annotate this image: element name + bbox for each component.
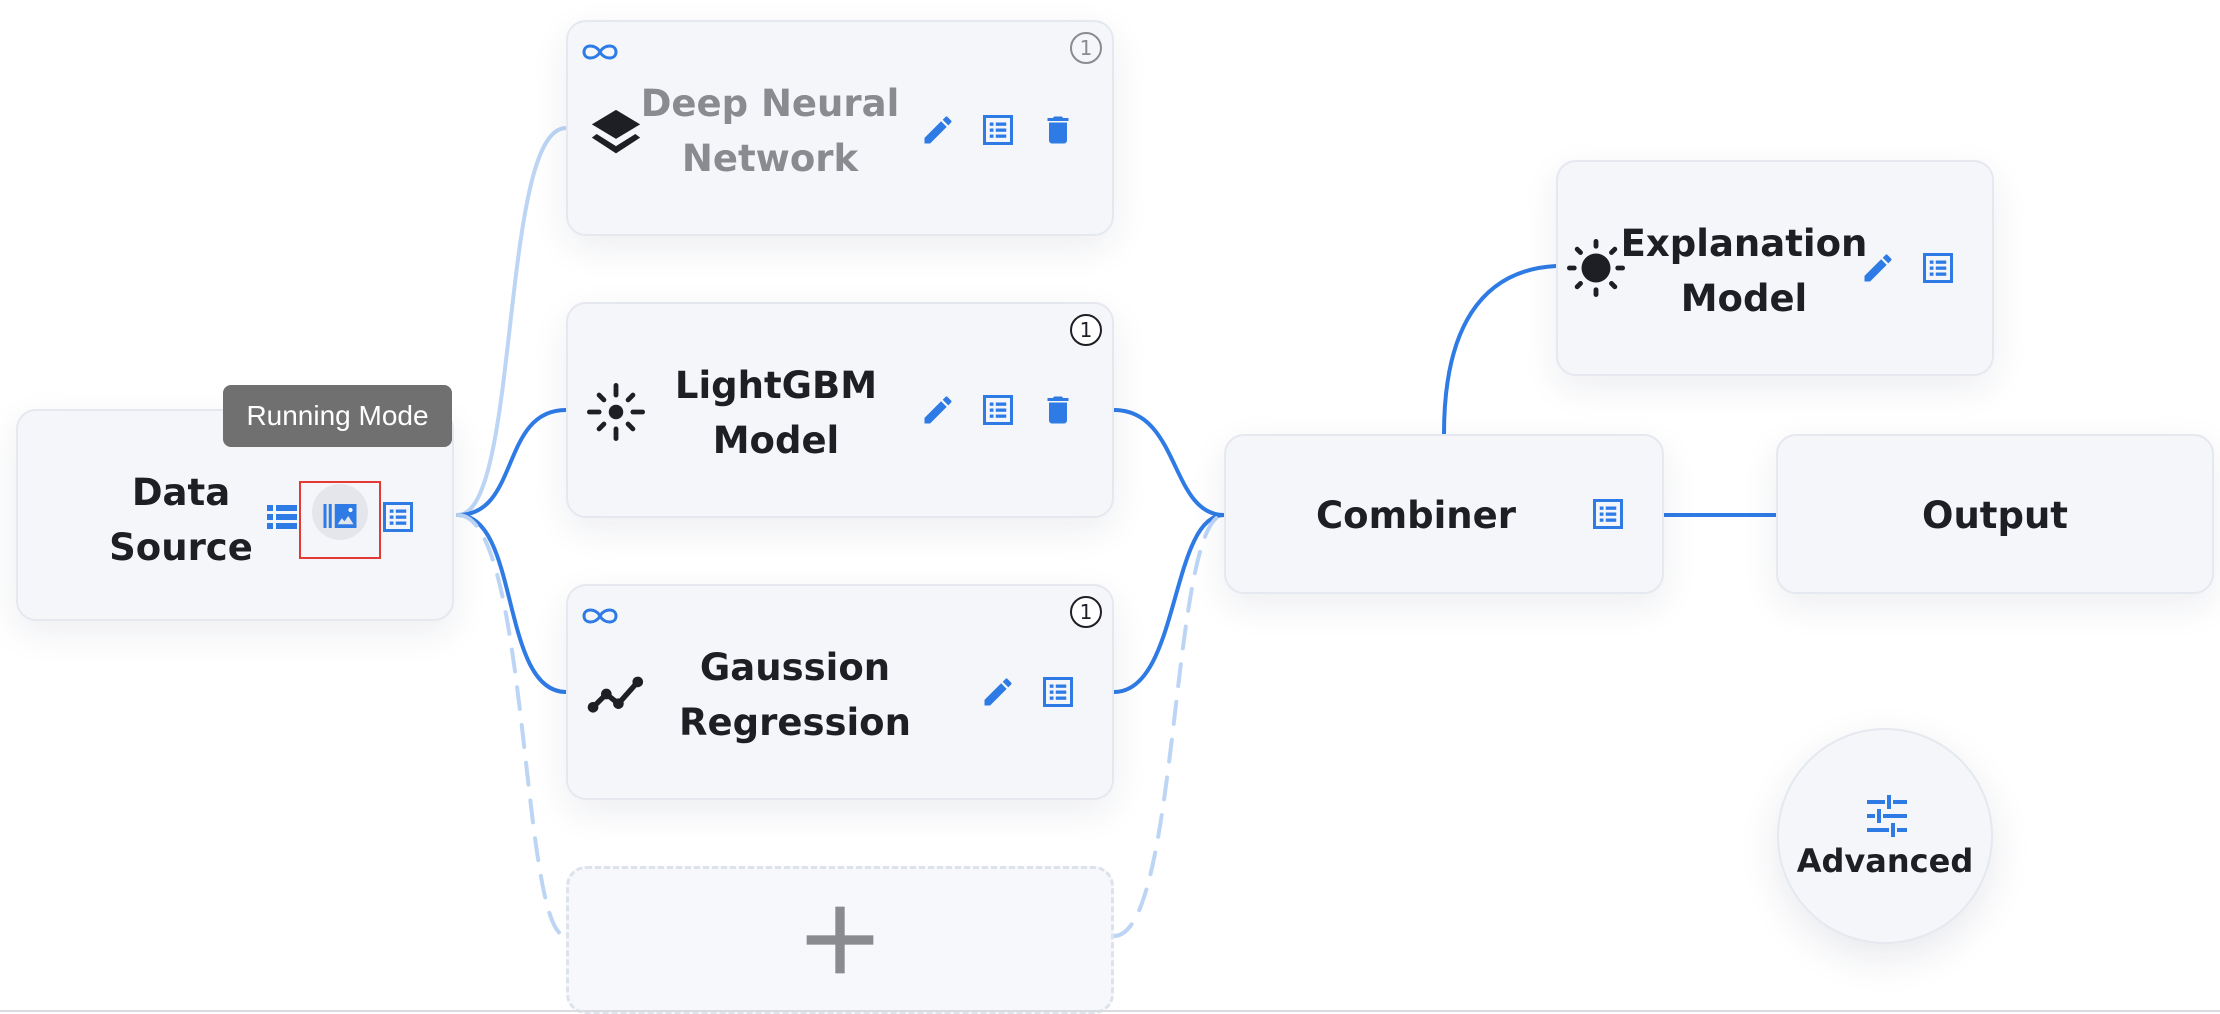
- lightgbm-title-line1: LightGBM: [674, 364, 878, 407]
- gaussian-regression-node[interactable]: 1 Gaussion Regression: [566, 584, 1114, 800]
- combiner-title: Combiner: [1316, 493, 1516, 537]
- plus-icon: [806, 906, 874, 974]
- list-view-icon: [267, 505, 297, 529]
- details-icon: [383, 502, 413, 532]
- edge-source-to-dnn: [456, 126, 568, 517]
- layers-icon: [591, 109, 641, 154]
- edit-button[interactable]: [1854, 244, 1902, 292]
- explanation-title: Explanation Model: [1621, 216, 1868, 326]
- edge-combiner-to-explanation: [1442, 264, 1558, 436]
- output-title: Output: [1922, 493, 2068, 537]
- sliders-icon: [1867, 795, 1907, 837]
- details-button[interactable]: [1914, 244, 1962, 292]
- output-node[interactable]: Output: [1776, 434, 2214, 594]
- deep-neural-network-node[interactable]: 1 Deep Neural Network: [566, 20, 1114, 236]
- edit-icon: [924, 396, 952, 424]
- edit-button[interactable]: [914, 386, 962, 434]
- details-icon: [1923, 253, 1953, 283]
- dnn-icon-wrap: [584, 102, 648, 166]
- sun-icon: [1567, 239, 1625, 297]
- gaussian-title: Gaussion Regression: [664, 640, 926, 750]
- lightgbm-title: LightGBM Model: [660, 358, 892, 468]
- details-icon: [983, 115, 1013, 145]
- add-model-button[interactable]: [566, 866, 1114, 1014]
- delete-icon: [1047, 396, 1069, 424]
- edge-lightgbm-to-combiner: [1112, 408, 1226, 517]
- data-source-node[interactable]: Data Source: [16, 409, 454, 621]
- data-source-title: Data Source: [66, 465, 296, 575]
- edit-icon: [924, 116, 952, 144]
- explanation-title-line2: Model: [1680, 277, 1808, 320]
- explanation-model-node[interactable]: Explanation Model: [1556, 160, 1994, 376]
- advanced-label: Advanced: [1796, 842, 1974, 880]
- edge-source-to-add: [456, 513, 568, 938]
- data-source-title-line2: Source: [109, 526, 253, 569]
- combiner-node[interactable]: Combiner: [1224, 434, 1664, 594]
- edit-button[interactable]: [914, 106, 962, 154]
- dnn-title-line2: Network: [681, 137, 859, 180]
- run-count-badge: 1: [1070, 32, 1102, 64]
- gaussian-icon-wrap: [584, 662, 648, 726]
- edge-add-to-combiner: [1112, 513, 1226, 938]
- details-icon: [1593, 499, 1623, 529]
- advanced-button[interactable]: Advanced: [1777, 728, 1993, 944]
- running-mode-tooltip: Running Mode: [223, 385, 452, 447]
- details-button[interactable]: [974, 386, 1022, 434]
- dnn-title-line1: Deep Neural: [640, 82, 900, 125]
- list-view-button[interactable]: [258, 493, 306, 541]
- details-button[interactable]: [374, 493, 422, 541]
- details-icon: [1043, 677, 1073, 707]
- line-chart-icon: [587, 676, 644, 713]
- image-view-icon: [323, 504, 357, 528]
- edge-source-to-gaussian: [456, 513, 568, 694]
- gaussian-title-line1: Gaussion: [699, 646, 891, 689]
- lightgbm-icon-wrap: [584, 380, 648, 444]
- details-button[interactable]: [1584, 490, 1632, 538]
- run-count-badge: 1: [1070, 314, 1102, 346]
- details-icon: [983, 395, 1013, 425]
- delete-button[interactable]: [1034, 386, 1082, 434]
- lightgbm-title-line2: Model: [712, 419, 840, 462]
- data-source-title-line1: Data: [131, 471, 231, 514]
- edit-icon: [1864, 254, 1892, 282]
- continuous-loop-icon: [582, 608, 618, 624]
- lightgbm-node[interactable]: 1 LightGBM Model: [566, 302, 1114, 518]
- explanation-icon-wrap: [1564, 236, 1628, 300]
- edit-button[interactable]: [974, 668, 1022, 716]
- edit-icon: [984, 678, 1012, 706]
- continuous-loop-icon: [582, 44, 618, 60]
- running-mode-button[interactable]: [316, 492, 364, 540]
- run-count-badge: 1: [1070, 596, 1102, 628]
- edge-gaussian-to-combiner: [1112, 513, 1226, 694]
- dnn-title: Deep Neural Network: [640, 76, 900, 186]
- details-button[interactable]: [974, 106, 1022, 154]
- spark-icon: [587, 383, 645, 441]
- edge-source-to-lightgbm: [456, 408, 568, 517]
- canvas-bottom-border: [0, 1010, 2220, 1012]
- gaussian-title-line2: Regression: [679, 701, 911, 744]
- details-button[interactable]: [1034, 668, 1082, 716]
- delete-button[interactable]: [1034, 106, 1082, 154]
- running-mode-highlight: [299, 481, 381, 559]
- delete-icon: [1047, 116, 1069, 144]
- explanation-title-line1: Explanation: [1620, 222, 1868, 265]
